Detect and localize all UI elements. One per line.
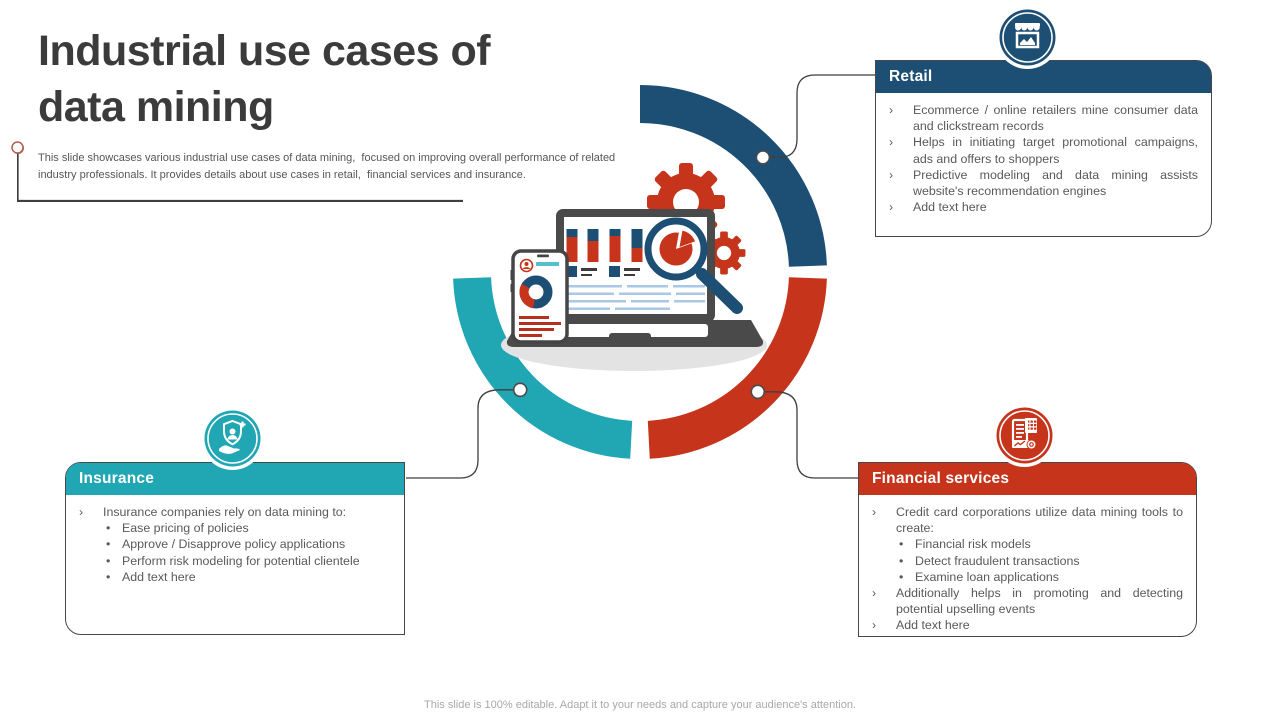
list-item: • Examine loan applications — [899, 569, 1183, 585]
bullet-text: Financial risk models — [915, 537, 1031, 552]
bullet-text: Ease pricing of policies — [122, 521, 249, 536]
connector-dot-financial — [750, 384, 766, 400]
list-item: • Approve / Disapprove policy application… — [106, 536, 391, 552]
list-item: › Insurance companies rely on data mining… — [79, 504, 391, 520]
bullet-text: Insurance companies rely on data mining … — [103, 505, 347, 519]
bullet-text: Approve / Disapprove policy applications — [122, 537, 346, 552]
bullet-text-placeholder[interactable]: Add text here — [896, 618, 970, 633]
list-item: • Financial risk models — [899, 536, 1183, 552]
list-item: • Perform risk modeling for potential cli… — [106, 553, 391, 569]
bullet-text: Perform risk modeling for potential clie… — [122, 553, 360, 568]
pie-chart — [659, 232, 693, 266]
deco-hline — [17, 201, 463, 202]
connector-dot-insurance — [512, 382, 528, 398]
slide-subtitle: This slide showcases various industrial … — [38, 152, 619, 182]
bullet-marker: • — [106, 537, 111, 552]
connector-line-insurance — [406, 389, 521, 479]
card-financial-body: › Credit card corporations utilize data m… — [859, 495, 1196, 642]
legend-rows — [566, 266, 640, 277]
bullet-marker: • — [106, 569, 111, 584]
card-insurance: Insurance › Insurance companies rely on d… — [65, 462, 405, 635]
card-retail-header: Retail — [876, 61, 1211, 93]
data-mining-illustration — [501, 163, 767, 371]
title-anchor-dot — [11, 141, 24, 154]
bullet-text: Helps in initiating target promotional c… — [913, 135, 1198, 166]
bullet-marker: › — [889, 167, 894, 182]
list-item: • Detect fraudulent transactions — [899, 553, 1183, 569]
bullet-text: Examine loan applications — [915, 569, 1059, 584]
bullet-marker: › — [872, 505, 877, 519]
bullet-marker: • — [899, 569, 904, 584]
connectors — [17, 74, 875, 479]
card-insurance-body: › Insurance companies rely on data mining… — [66, 495, 404, 593]
connector-line-retail — [762, 74, 875, 159]
card-financial-services: Financial services › Credit card corporat… — [858, 462, 1197, 637]
screen-text-lines — [566, 285, 705, 310]
bullet-marker: • — [106, 521, 111, 536]
bullet-marker: › — [889, 103, 894, 117]
bullet-text: Predictive modeling and data mining assi… — [913, 167, 1198, 199]
card-financial-title: Financial services — [872, 470, 1010, 487]
bullet-text-placeholder[interactable]: Add text here — [122, 569, 196, 584]
connector-dot-retail — [755, 150, 771, 165]
list-item: › Additionally helps in promoting and det… — [872, 585, 1183, 617]
bullet-marker: › — [889, 200, 894, 215]
phone-text-lines — [519, 316, 561, 337]
list-item: › Add text here — [872, 617, 1183, 633]
card-retail: Retail › Ecommerce / online retailers min… — [875, 60, 1212, 237]
bullet-marker: › — [79, 505, 84, 519]
list-item: › Predictive modeling and data mining ass… — [889, 167, 1198, 199]
ring-arc-blue — [639, 85, 827, 268]
ring-dots — [512, 150, 771, 400]
bullet-marker: • — [899, 537, 904, 552]
page-title: Industrial use cases of data mining — [38, 24, 658, 136]
card-retail-body: › Ecommerce / online retailers mine consu… — [876, 93, 1211, 223]
card-financial-header: Financial services — [859, 463, 1196, 495]
insurance-icon-badge — [201, 407, 264, 470]
retail-icon-badge — [996, 6, 1059, 69]
list-item: • Add text here — [106, 569, 391, 585]
title-line-1: Industrial use cases of — [38, 27, 491, 75]
magnifier-icon — [644, 217, 743, 314]
list-item: › Credit card corporations utilize data m… — [872, 504, 1183, 536]
list-item: › Add text here — [889, 199, 1198, 215]
card-retail-title: Retail — [889, 68, 933, 85]
shield-hand-icon — [204, 410, 261, 467]
bullet-marker: › — [889, 135, 894, 150]
connector-line-title — [17, 153, 463, 202]
bullet-text: Additionally helps in promoting and dete… — [896, 586, 1183, 617]
connector-line-financial — [757, 391, 858, 479]
bullet-text-placeholder[interactable]: Add text here — [913, 200, 987, 215]
bullet-marker: • — [106, 553, 111, 568]
bullet-text: Credit card corporations utilize data mi… — [896, 505, 1183, 536]
footer-note: This slide is 100% editable. Adapt it to… — [424, 699, 856, 711]
bullet-marker: • — [899, 553, 904, 568]
bullet-marker: › — [872, 586, 877, 601]
title-line-2: data mining — [38, 82, 274, 131]
bullet-marker: › — [872, 618, 877, 633]
bullet-text: Detect fraudulent transactions — [915, 553, 1080, 568]
list-item: • Ease pricing of policies — [106, 520, 391, 536]
bullet-text: Ecommerce / online retailers mine consum… — [913, 103, 1198, 134]
financial-icon-badge — [993, 404, 1056, 467]
financial-report-icon — [996, 407, 1053, 464]
phone-illustration — [510, 249, 569, 344]
storefront-icon — [999, 9, 1056, 66]
card-insurance-title: Insurance — [79, 470, 155, 487]
bar-chart — [566, 229, 643, 262]
list-item: › Helps in initiating target promotional … — [889, 134, 1198, 166]
list-item: › Ecommerce / online retailers mine consu… — [889, 102, 1198, 134]
